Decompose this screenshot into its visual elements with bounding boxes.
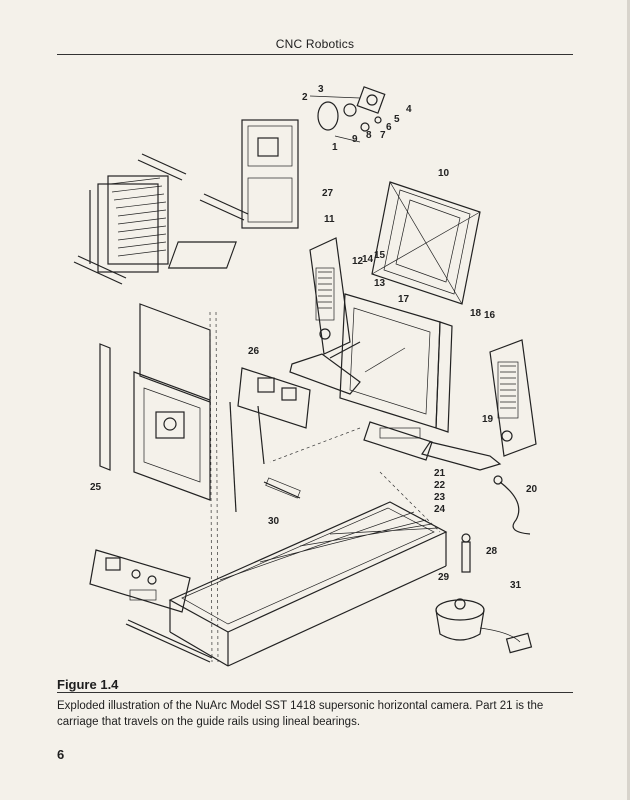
control-box [89, 549, 213, 663]
callout: 16 [484, 310, 496, 321]
lens-board [167, 119, 299, 269]
vacuum-pump [435, 475, 533, 654]
callout-labels: 1 2 3 4 5 6 7 8 9 10 11 12 13 14 15 16 1… [90, 84, 538, 591]
callout: 9 [352, 134, 358, 145]
caption-rule [57, 692, 573, 693]
callout: 13 [374, 278, 386, 289]
lamp-housing-right [489, 339, 537, 457]
scan-edge [627, 0, 630, 800]
callout: 15 [374, 250, 386, 261]
callout: 19 [482, 414, 494, 425]
callout: 8 [366, 130, 372, 141]
front-standard [99, 303, 219, 663]
callout: 5 [394, 114, 400, 125]
callout: 26 [248, 346, 260, 357]
callout: 14 [362, 254, 374, 265]
callout: 27 [322, 188, 334, 199]
lamp-arms [289, 341, 502, 471]
figure-label: Figure 1.4 [57, 677, 119, 692]
callout: 17 [398, 294, 410, 305]
exploded-camera-illustration: 1 2 3 4 5 6 7 8 9 10 11 12 13 14 15 16 1… [60, 72, 570, 672]
callout: 18 [470, 308, 482, 319]
callout: 22 [434, 480, 446, 491]
page-number: 6 [57, 747, 65, 762]
callout: 30 [268, 516, 280, 527]
callout: 6 [386, 122, 392, 133]
ground-glass [371, 181, 481, 305]
lamp-housing-left [309, 237, 351, 355]
running-header: CNC Robotics [275, 37, 355, 51]
callout: 12 [352, 256, 364, 267]
callout: 1 [332, 142, 338, 153]
carriage [269, 421, 433, 463]
callout: 2 [302, 92, 308, 103]
bellows [73, 153, 249, 285]
callout: 3 [318, 84, 324, 95]
callout: 7 [380, 130, 386, 141]
callout: 21 [434, 468, 446, 479]
callout: 11 [324, 214, 335, 225]
callout: 31 [510, 580, 522, 591]
figure-caption: Exploded illustration of the NuArc Model… [57, 700, 544, 728]
callout: 24 [434, 504, 446, 515]
lens-parts [309, 86, 386, 143]
callout: 28 [486, 546, 498, 557]
header-rule [57, 54, 573, 55]
base-table [168, 471, 448, 667]
carriage-plate [229, 367, 311, 513]
callout: 25 [90, 482, 102, 493]
callout: 10 [438, 168, 450, 179]
callout: 23 [434, 492, 446, 503]
callout: 29 [438, 572, 450, 583]
camera-back [339, 293, 453, 433]
callout: 20 [526, 484, 538, 495]
callout: 4 [406, 104, 412, 115]
